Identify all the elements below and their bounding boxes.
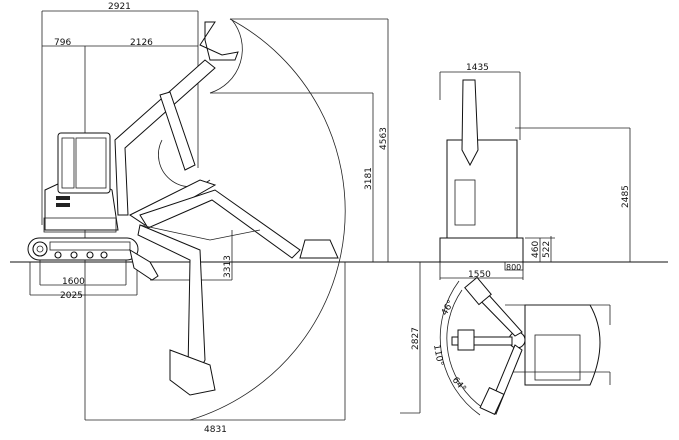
front-tracks	[439, 237, 524, 263]
dim-2921: 2921	[108, 2, 131, 12]
swing-arc-inner	[446, 289, 484, 409]
top-upper-body	[524, 304, 601, 386]
dim-2126: 2126	[130, 38, 153, 48]
dim-522: 522	[542, 241, 552, 258]
dim-796: 796	[54, 38, 71, 48]
dim-2827: 2827	[411, 327, 421, 350]
front-boom	[461, 79, 479, 167]
dim-4563: 4563	[379, 127, 389, 150]
dim-2025: 2025	[60, 291, 83, 301]
dimension-lines-front	[439, 71, 631, 280]
front-view: 1435 2485 460 522 1550 800	[439, 63, 631, 280]
dozer-blade	[129, 248, 159, 281]
dimension-lines	[29, 10, 389, 421]
side-view: 2921 796 2126 4563 3181 3313 1600 2025 4…	[27, 2, 389, 435]
upper-structure	[43, 132, 119, 233]
dim-1435: 1435	[466, 63, 489, 73]
reach-arc	[189, 18, 346, 421]
cab	[57, 132, 111, 194]
boom-arm	[114, 21, 339, 396]
dim-800: 800	[506, 263, 521, 272]
front-cab	[446, 139, 518, 239]
dim-1550: 1550	[468, 270, 491, 280]
dim-460: 460	[531, 241, 541, 258]
dim-2485: 2485	[621, 185, 631, 208]
dim-3313: 3313	[223, 255, 233, 278]
top-view: 2827 46° 110° 64°	[400, 262, 611, 416]
dim-3181: 3181	[364, 167, 374, 190]
angle-46: 46°	[440, 299, 457, 318]
swing-arc-outer	[439, 280, 481, 416]
track-undercarriage	[27, 237, 159, 281]
dim-4831: 4831	[204, 425, 227, 435]
bucket-arc-top	[209, 19, 243, 94]
dim-1600: 1600	[62, 277, 85, 287]
angle-110: 110°	[431, 344, 445, 367]
